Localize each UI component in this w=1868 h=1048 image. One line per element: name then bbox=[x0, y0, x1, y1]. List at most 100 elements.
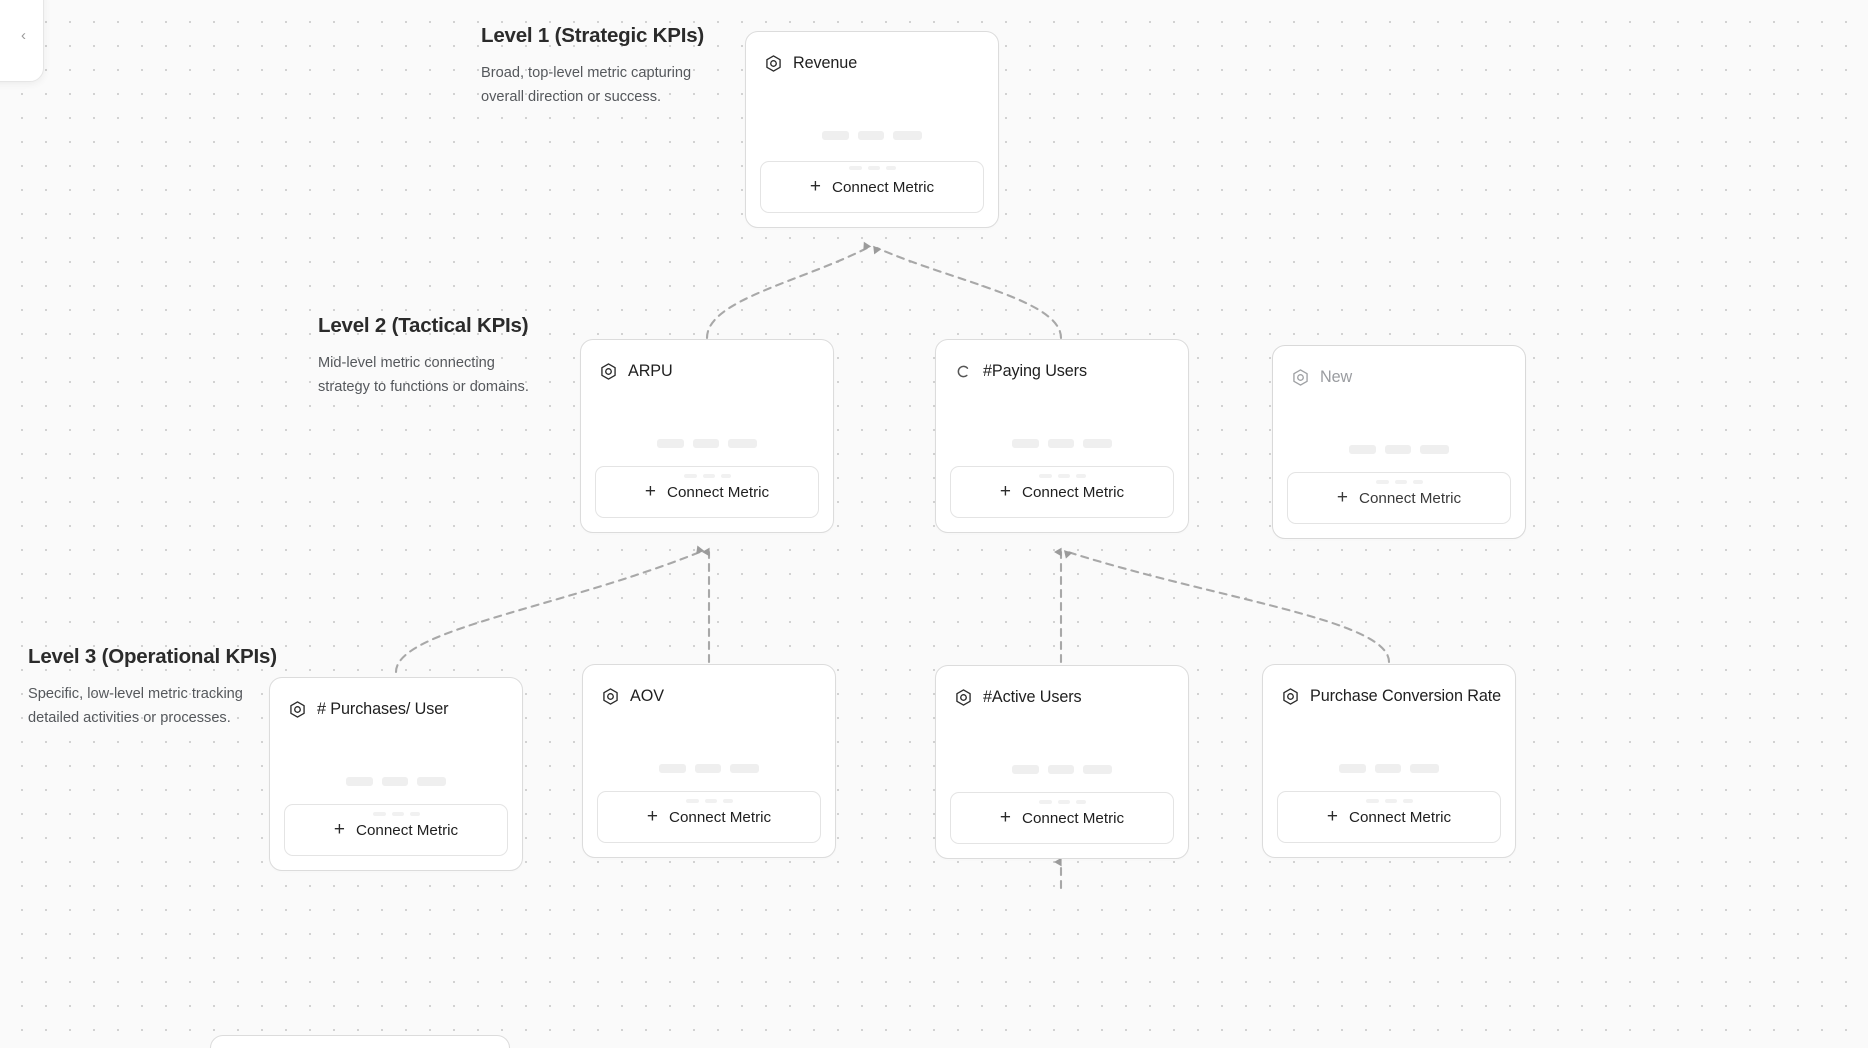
skeleton-bar bbox=[1057, 800, 1070, 804]
skeleton-row-primary bbox=[936, 439, 1188, 448]
card-body bbox=[1263, 711, 1515, 803]
card-title: #Paying Users bbox=[983, 361, 1087, 380]
skeleton-bar bbox=[1048, 765, 1074, 774]
card-header: New bbox=[1273, 346, 1525, 392]
skeleton-row-primary bbox=[583, 764, 835, 773]
card-title: Purchase Conversion Rate bbox=[1310, 686, 1502, 705]
plus-icon: + bbox=[999, 806, 1011, 828]
skeleton-bar bbox=[1394, 480, 1407, 484]
level-2-description: Mid-level metric connecting strategy to … bbox=[318, 355, 529, 395]
skeleton-row-primary bbox=[746, 131, 998, 140]
chevron-left-icon: ‹ bbox=[21, 27, 26, 44]
metric-card-aov[interactable]: AOV + Connect Metric bbox=[582, 664, 836, 858]
skeleton-bar bbox=[720, 474, 731, 478]
skeleton-bar bbox=[1012, 765, 1039, 774]
skeleton-bar bbox=[346, 777, 373, 786]
skeleton-bar bbox=[822, 131, 849, 140]
level-2-title: Level 2 (Tactical KPIs) bbox=[318, 314, 529, 337]
card-body bbox=[270, 724, 522, 816]
skeleton-row-secondary bbox=[581, 474, 833, 478]
skeleton-row-secondary bbox=[270, 812, 522, 816]
metric-card-active-users[interactable]: #Active Users + Connect Metric bbox=[935, 665, 1189, 859]
skeleton-bar bbox=[1075, 800, 1086, 804]
skeleton-row-primary bbox=[1263, 764, 1515, 773]
connect-metric-label: Connect Metric bbox=[831, 178, 935, 196]
skeleton-bar bbox=[1420, 445, 1449, 454]
skeleton-bar bbox=[391, 812, 404, 816]
metric-card-paying-users[interactable]: #Paying Users + Connect Metric bbox=[935, 339, 1189, 533]
card-body bbox=[936, 712, 1188, 804]
card-header: #Paying Users bbox=[936, 340, 1188, 386]
plus-icon: + bbox=[809, 175, 821, 197]
connect-metric-label: Connect Metric bbox=[668, 808, 772, 826]
loading-spinner-icon bbox=[954, 362, 973, 381]
skeleton-bar bbox=[885, 166, 896, 170]
card-title: #Active Users bbox=[983, 687, 1082, 706]
card-title: AOV bbox=[630, 686, 664, 705]
skeleton-bar bbox=[1349, 445, 1376, 454]
card-header: #Active Users bbox=[936, 666, 1188, 712]
skeleton-bar bbox=[848, 166, 862, 170]
level-3-description: Specific, low-level metric tracking deta… bbox=[28, 686, 243, 726]
connect-metric-label: Connect Metric bbox=[1348, 808, 1452, 826]
skeleton-bar bbox=[657, 439, 684, 448]
skeleton-bar bbox=[1339, 764, 1366, 773]
skeleton-row-secondary bbox=[936, 474, 1188, 478]
skeleton-bar bbox=[1365, 799, 1379, 803]
card-title: New bbox=[1320, 367, 1353, 386]
skeleton-bar bbox=[893, 131, 922, 140]
skeleton-bar bbox=[1012, 439, 1039, 448]
metric-card-partial-bottom[interactable] bbox=[210, 1035, 510, 1048]
metric-card-revenue[interactable]: Revenue + Connect Metric bbox=[745, 31, 999, 228]
connect-metric-button[interactable]: + Connect Metric bbox=[1287, 472, 1511, 524]
skeleton-row-secondary bbox=[746, 166, 998, 170]
metric-card-purchase-conversion-rate[interactable]: Purchase Conversion Rate + Connect Metri… bbox=[1262, 664, 1516, 858]
skeleton-bar bbox=[702, 474, 715, 478]
skeleton-bar bbox=[1083, 439, 1112, 448]
skeleton-bar bbox=[1385, 445, 1411, 454]
level-label-3: Level 3 (Operational KPIs) Specific, low… bbox=[28, 645, 277, 730]
skeleton-bar bbox=[695, 764, 721, 773]
connect-metric-label: Connect Metric bbox=[1358, 489, 1462, 507]
skeleton-bar bbox=[659, 764, 686, 773]
level-1-description: Broad, top-level metric capturing overal… bbox=[481, 65, 692, 105]
skeleton-row-primary bbox=[1273, 445, 1525, 454]
hexagon-target-icon bbox=[599, 362, 618, 381]
skeleton-bar bbox=[1038, 800, 1052, 804]
metric-card-arpu[interactable]: ARPU + Connect Metric bbox=[580, 339, 834, 533]
metric-card-new[interactable]: New + Connect Metric bbox=[1272, 345, 1526, 539]
connect-metric-button[interactable]: + Connect Metric bbox=[597, 791, 821, 843]
plus-icon: + bbox=[1336, 486, 1348, 508]
level-3-title: Level 3 (Operational KPIs) bbox=[28, 645, 277, 668]
card-title: Revenue bbox=[793, 53, 858, 72]
skeleton-bar bbox=[730, 764, 759, 773]
skeleton-bar bbox=[382, 777, 408, 786]
skeleton-bar bbox=[704, 799, 717, 803]
metric-card-purchases-per-user[interactable]: # Purchases/ User + Connect Metric bbox=[269, 677, 523, 871]
skeleton-bar bbox=[372, 812, 386, 816]
level-label-2: Level 2 (Tactical KPIs) Mid-level metric… bbox=[318, 314, 533, 399]
skeleton-bar bbox=[1375, 480, 1389, 484]
side-panel-partial[interactable]: ‹ bbox=[0, 0, 44, 82]
skeleton-bar bbox=[1384, 799, 1397, 803]
skeleton-bar bbox=[1083, 765, 1112, 774]
skeleton-bar bbox=[1412, 480, 1423, 484]
edge-payingusers-revenue bbox=[873, 245, 1063, 340]
edge-purchases-arpu bbox=[394, 545, 705, 674]
skeleton-bar bbox=[409, 812, 420, 816]
card-body bbox=[1273, 392, 1525, 484]
card-body bbox=[581, 386, 833, 478]
plus-icon: + bbox=[999, 480, 1011, 502]
skeleton-bar bbox=[1375, 764, 1401, 773]
skeleton-bar bbox=[1075, 474, 1086, 478]
skeleton-bar bbox=[1057, 474, 1070, 478]
skeleton-row-primary bbox=[936, 765, 1188, 774]
connect-metric-label: Connect Metric bbox=[1021, 483, 1125, 501]
edge-conversion-payingusers bbox=[1063, 550, 1391, 664]
card-header: AOV bbox=[583, 665, 835, 711]
plus-icon: + bbox=[333, 818, 345, 840]
card-body bbox=[583, 711, 835, 803]
skeleton-row-secondary bbox=[1263, 799, 1515, 803]
skeleton-bar bbox=[1402, 799, 1413, 803]
